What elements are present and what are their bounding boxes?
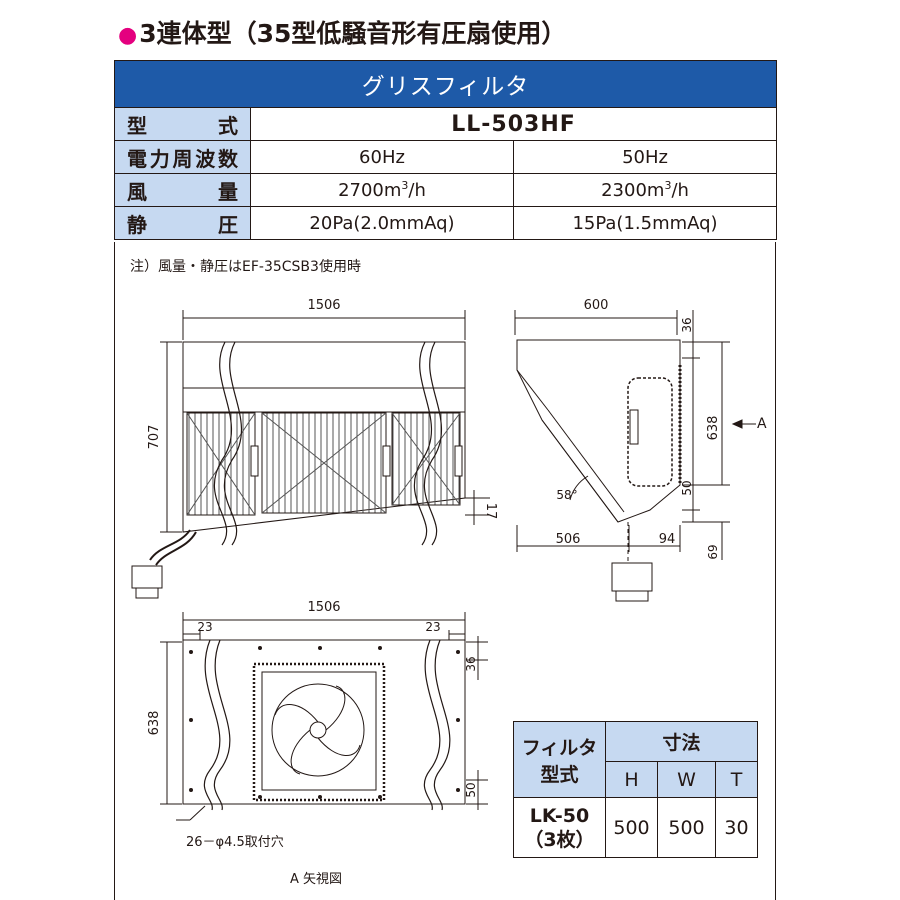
filter-value-w: 500 xyxy=(657,797,716,858)
filter-model-value: LK-50（3枚） xyxy=(513,797,606,858)
frequency-label: 電力周波数 xyxy=(114,140,251,174)
filter-col-h: H xyxy=(605,761,658,798)
airflow-60: 2700m3/h xyxy=(250,173,514,207)
dim-side-bottom: 50 xyxy=(680,480,694,495)
dim-bottom-width: 1506 xyxy=(307,600,340,615)
dim-front-height: 707 xyxy=(147,425,162,450)
dim-bottom-right: 23 xyxy=(425,620,440,634)
view-arrow-label: A xyxy=(757,416,767,432)
usage-note: 注）風量・静圧はEF-35CSB3使用時 xyxy=(130,259,361,275)
filter-size-header: 寸法 xyxy=(605,721,758,762)
dim-side-drain: 69 xyxy=(706,544,720,559)
side-view xyxy=(514,310,756,602)
dim-side-top: 36 xyxy=(680,317,694,332)
pressure-60: 20Pa(2.0mmAq) xyxy=(250,206,514,240)
frequency-50: 50Hz xyxy=(512,140,778,174)
dim-angle: 58° xyxy=(556,488,577,502)
title-text: 3連体型（35型低騒音形有圧扇使用） xyxy=(139,19,567,48)
dim-bottom-low: 50 xyxy=(464,782,478,797)
pressure-label: 静 圧 xyxy=(114,206,251,240)
dim-side-height: 638 xyxy=(706,416,721,441)
filter-table: フィルタ型式 寸法 H W T LK-50（3枚） 500 500 30 xyxy=(513,721,758,858)
dim-side-gap: 94 xyxy=(659,532,676,547)
airflow-50: 2300m3/h xyxy=(512,173,778,207)
front-view xyxy=(131,310,490,599)
drawing-panel xyxy=(114,242,776,900)
dim-front-width: 1506 xyxy=(307,298,340,313)
spec-table: グリスフィルタ 型 式 LL-503HF 電力周波数 60Hz 50Hz 風 量… xyxy=(113,60,778,240)
filter-value-h: 500 xyxy=(605,797,658,858)
pressure-50: 15Pa(1.5mmAq) xyxy=(512,206,778,240)
view-caption: A 矢視図 xyxy=(290,872,343,887)
dim-front-drop: 17 xyxy=(483,503,498,520)
mounting-holes-note: 26－φ4.5取付穴 xyxy=(186,835,284,850)
filter-model-header: フィルタ型式 xyxy=(513,721,606,798)
filter-col-t: T xyxy=(715,761,758,798)
model-label: 型 式 xyxy=(114,107,251,141)
bullet-icon: ● xyxy=(118,23,138,48)
bottom-view xyxy=(160,612,488,821)
page-title: ●3連体型（35型低騒音形有圧扇使用） xyxy=(118,16,566,52)
dim-side-width: 600 xyxy=(584,298,609,313)
dim-bottom-height: 638 xyxy=(147,711,162,736)
frequency-60: 60Hz xyxy=(250,140,514,174)
dim-bottom-top: 36 xyxy=(464,656,478,671)
filter-value-t: 30 xyxy=(715,797,758,858)
airflow-label: 風 量 xyxy=(114,173,251,207)
dim-side-base: 506 xyxy=(556,532,581,547)
filter-col-w: W xyxy=(657,761,716,798)
spec-table-header: グリスフィルタ xyxy=(113,60,778,108)
dim-bottom-left: 23 xyxy=(197,620,212,634)
